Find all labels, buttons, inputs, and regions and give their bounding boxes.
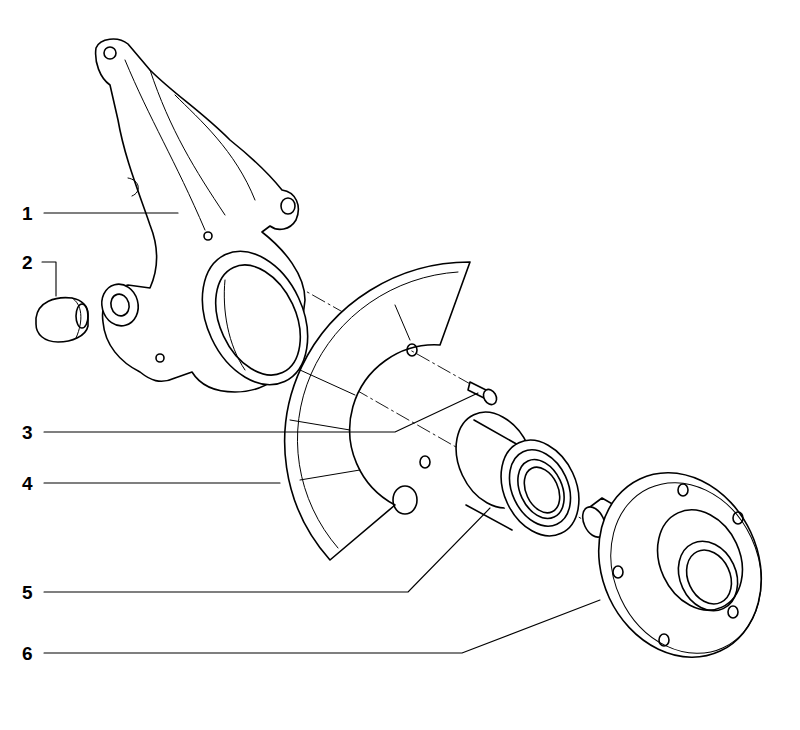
callout-number: 1: [22, 204, 33, 223]
leader-line: [44, 482, 280, 483]
wheel-hub: [569, 446, 791, 684]
splash-shield: [285, 262, 470, 560]
callout-number: 4: [22, 474, 33, 493]
leader-line: [44, 393, 478, 432]
steering-knuckle: [96, 39, 328, 402]
bolt: [468, 382, 499, 407]
plug-cap: [36, 298, 88, 342]
callout-number: 2: [22, 253, 33, 272]
callout-number: 6: [22, 644, 33, 663]
callout-number: 5: [22, 583, 33, 602]
leader-line: [44, 508, 490, 592]
leader-line: [44, 600, 600, 653]
callout-number: 3: [22, 423, 33, 442]
leader-line: [42, 262, 56, 296]
wheel-bearing: [441, 399, 594, 548]
leader-line: [44, 212, 178, 213]
